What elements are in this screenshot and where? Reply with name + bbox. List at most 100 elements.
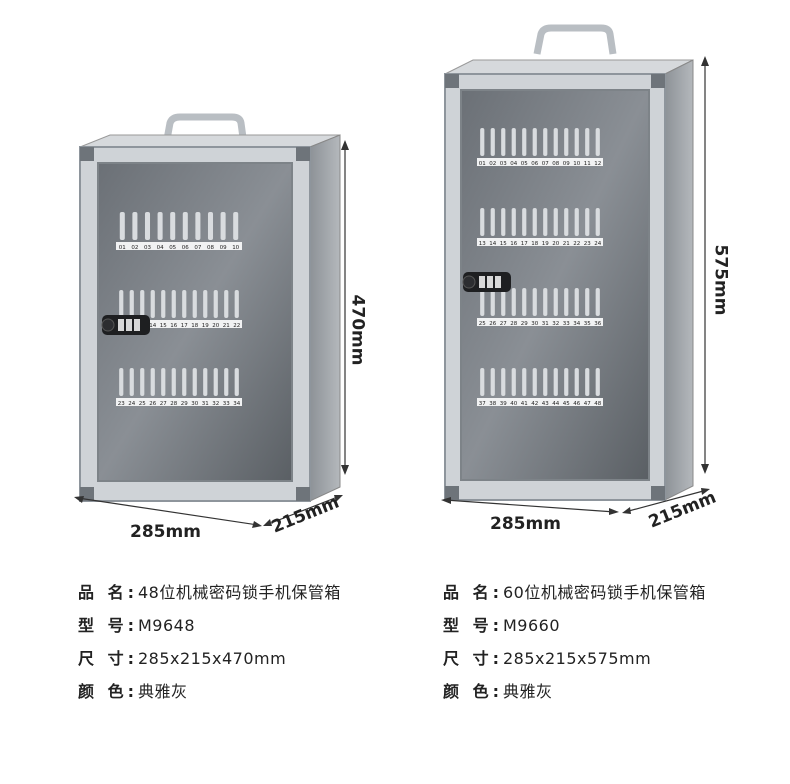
slot-divider — [192, 368, 197, 396]
slot-divider — [171, 290, 176, 318]
slot-number: 42 — [531, 401, 538, 407]
slot-divider — [490, 368, 495, 396]
slot-number: 36 — [594, 321, 601, 327]
slot-number: 11 — [584, 161, 591, 167]
slot-divider — [171, 368, 176, 396]
slot-divider — [119, 212, 125, 240]
dimension-lines — [74, 140, 349, 528]
slot-divider — [182, 368, 187, 396]
slot-number: 43 — [542, 401, 549, 407]
slot-divider — [207, 212, 214, 240]
slot-number: 46 — [573, 401, 580, 407]
product-card-m9648: 0102030405060708091011121314151617181920… — [74, 113, 367, 701]
slot-number: 30 — [531, 321, 538, 327]
slot-number: 20 — [212, 323, 219, 329]
slot-divider — [501, 208, 506, 236]
slot-divider — [585, 128, 590, 156]
slot-divider — [595, 128, 600, 156]
slot-divider — [224, 290, 229, 318]
slot-divider — [501, 128, 506, 156]
slot-divider — [119, 368, 124, 396]
slot-number: 14 — [149, 323, 156, 329]
spec-row: 型 号:M9660 — [443, 616, 561, 635]
slot-divider — [490, 288, 495, 316]
slot-divider — [574, 368, 579, 396]
slot-divider — [511, 288, 516, 316]
slot-label-strip — [116, 398, 242, 406]
slot-number: 22 — [233, 323, 240, 329]
slot-number: 02 — [131, 245, 138, 251]
slot-number: 19 — [202, 323, 209, 329]
slot-number: 35 — [584, 321, 591, 327]
slot-label-strip — [477, 238, 603, 246]
slot-number: 05 — [521, 161, 528, 167]
slot-divider — [195, 212, 201, 240]
slot-number: 23 — [118, 401, 125, 407]
slot-number: 09 — [220, 245, 227, 251]
slot-number: 24 — [594, 241, 601, 247]
slot-divider — [574, 128, 579, 156]
slot-divider — [553, 288, 558, 316]
slot-divider — [511, 368, 516, 396]
slot-number: 14 — [489, 241, 496, 247]
slot-label-strip — [477, 158, 603, 166]
slot-divider — [553, 208, 558, 236]
slot-divider — [140, 290, 145, 318]
slot-number: 27 — [500, 321, 507, 327]
slot-number: 01 — [119, 245, 126, 251]
slot-divider — [224, 368, 229, 396]
slot-divider — [553, 128, 558, 156]
slot-divider — [543, 368, 548, 396]
handle — [533, 24, 617, 55]
slot-number: 32 — [212, 401, 219, 407]
slot-divider — [490, 128, 495, 156]
slot-number: 33 — [223, 401, 230, 407]
slot-divider — [213, 290, 218, 318]
slot-divider — [532, 128, 537, 156]
slot-number: 27 — [160, 401, 167, 407]
slot-divider — [480, 368, 485, 396]
spec-row: 品 名:60位机械密码锁手机保管箱 — [443, 583, 706, 602]
slot-divider — [532, 288, 537, 316]
slot-number: 12 — [594, 161, 601, 167]
slot-number: 38 — [489, 401, 496, 407]
slot-number: 28 — [510, 321, 517, 327]
slot-label-strip — [116, 320, 242, 328]
slot-divider — [161, 290, 166, 318]
slot-divider — [595, 208, 600, 236]
slot-divider — [564, 368, 569, 396]
slot-divider — [480, 288, 485, 316]
slot-number: 32 — [552, 321, 559, 327]
spec-row: 颜 色:典雅灰 — [78, 682, 188, 701]
slot-number: 40 — [510, 401, 517, 407]
slot-number: 07 — [194, 245, 201, 251]
slot-number: 07 — [542, 161, 549, 167]
slot-divider — [585, 288, 590, 316]
spec-row: 颜 色:典雅灰 — [443, 682, 553, 701]
handle — [162, 113, 248, 146]
slot-number: 18 — [531, 241, 538, 247]
slot-divider — [140, 368, 145, 396]
slot-number: 17 — [181, 323, 188, 329]
slot-number: 01 — [479, 161, 486, 167]
slot-shelves: 0102030405060708091011121314151617181920… — [116, 212, 242, 407]
slot-divider — [129, 368, 134, 396]
slot-number: 28 — [170, 401, 177, 407]
slot-number: 48 — [594, 401, 601, 407]
slot-divider — [543, 288, 548, 316]
slot-number: 15 — [500, 241, 507, 247]
slot-number: 45 — [563, 401, 570, 407]
slot-divider — [532, 208, 537, 236]
slot-number: 47 — [584, 401, 591, 407]
slot-divider — [585, 208, 590, 236]
slot-number: 09 — [563, 161, 570, 167]
slot-number: 04 — [510, 161, 517, 167]
slot-divider — [522, 368, 527, 396]
slot-number: 04 — [157, 245, 164, 251]
slot-number: 05 — [169, 245, 176, 251]
slot-number: 03 — [144, 245, 151, 251]
slot-divider — [157, 212, 163, 240]
slot-divider — [192, 290, 197, 318]
